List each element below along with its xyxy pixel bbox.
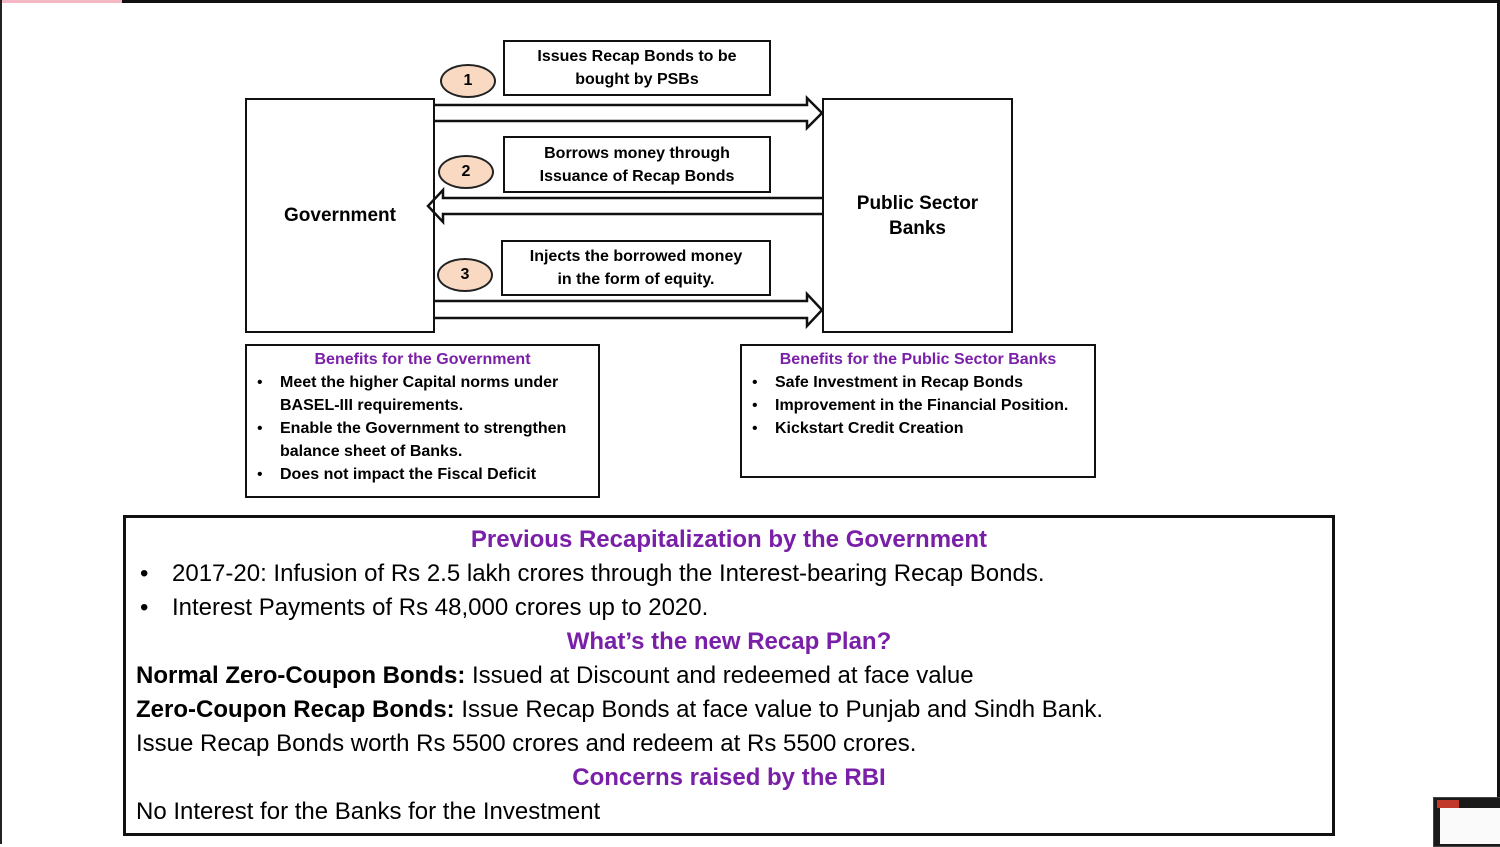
step-1-badge: 1 — [440, 64, 496, 98]
zero-coupon-recap-line: Zero-Coupon Recap Bonds: Issue Recap Bon… — [136, 693, 1322, 727]
left-border — [0, 0, 2, 844]
recap-worth-line: Issue Recap Bonds worth Rs 5500 crores a… — [136, 730, 917, 757]
heading-previous-recap: Previous Recapitalization by the Governm… — [470, 526, 988, 553]
list-item: Meet the higher Capital norms under BASE… — [257, 371, 588, 417]
normal-zero-coupon-line: Normal Zero-Coupon Bonds: Issued at Disc… — [136, 659, 1322, 693]
top-border — [0, 0, 1500, 3]
step-3-number: 3 — [460, 266, 470, 283]
step-2-text-line1: Borrows money through — [544, 144, 730, 162]
step-1-number: 1 — [463, 72, 473, 89]
presenter-thumbnail[interactable] — [1433, 797, 1500, 847]
public-sector-banks-box: Public Sector Banks — [822, 98, 1013, 333]
step-1-label: Issues Recap Bonds to be bought by PSBs — [503, 40, 771, 96]
zero-coupon-recap-text: Issue Recap Bonds at face value to Punja… — [454, 696, 1104, 723]
rbi-concern-line: No Interest for the Banks for the Invest… — [136, 798, 601, 825]
banks-label-line2: Banks — [888, 217, 946, 239]
step-3-text-line2: in the form of equity. — [557, 271, 715, 288]
step-3-label: Injects the borrowed money in the form o… — [501, 240, 771, 296]
heading-rbi-concerns: Concerns raised by the RBI — [572, 764, 886, 791]
benefits-banks-title: Benefits for the Public Sector Banks — [779, 351, 1057, 368]
list-item: Improvement in the Financial Position. — [752, 394, 1084, 417]
step-3-badge: 3 — [437, 258, 493, 292]
step-2-number: 2 — [461, 163, 471, 180]
benefits-banks-box: Benefits for the Public Sector Banks Saf… — [740, 344, 1096, 478]
top-border-accent — [0, 0, 122, 3]
list-item: Does not impact the Fiscal Deficit — [257, 463, 588, 486]
banks-label-line1: Public Sector — [856, 192, 979, 214]
list-item: Kickstart Credit Creation — [752, 417, 1084, 440]
thumbnail-logo-icon — [1437, 800, 1459, 808]
list-item: Interest Payments of Rs 48,000 crores up… — [136, 591, 1322, 625]
benefits-government-title: Benefits for the Government — [314, 351, 531, 368]
step-2-label: Borrows money through Issuance of Recap … — [503, 136, 771, 193]
heading-new-recap-plan: What’s the new Recap Plan? — [566, 628, 892, 655]
normal-zero-coupon-text: Issued at Discount and redeemed at face … — [465, 662, 974, 689]
step-1-text-line1: Issues Recap Bonds to be — [537, 48, 737, 65]
government-box: Government — [245, 98, 435, 333]
arrow-1-to-banks — [435, 94, 824, 132]
list-item: Enable the Government to strengthen bala… — [257, 417, 588, 463]
previous-recap-list: 2017-20: Infusion of Rs 2.5 lakh crores … — [136, 557, 1322, 625]
list-item: 2017-20: Infusion of Rs 2.5 lakh crores … — [136, 557, 1322, 591]
step-2-badge: 2 — [438, 155, 494, 189]
government-label: Government — [284, 205, 396, 226]
recap-details-box: Previous Recapitalization by the Governm… — [123, 515, 1335, 836]
step-1-text-line2: bought by PSBs — [575, 71, 699, 88]
zero-coupon-recap-label: Zero-Coupon Recap Bonds: — [136, 696, 455, 723]
normal-zero-coupon-label: Normal Zero-Coupon Bonds: — [136, 662, 466, 689]
arrow-2-to-government — [426, 186, 822, 226]
benefits-banks-list: Safe Investment in Recap Bonds Improveme… — [752, 371, 1084, 440]
step-2-text-line2: Issuance of Recap Bonds — [539, 167, 735, 185]
right-border — [1497, 0, 1500, 844]
step-3-text-line1: Injects the borrowed money — [529, 248, 743, 265]
arrow-3-to-banks — [435, 290, 824, 330]
benefits-government-box: Benefits for the Government Meet the hig… — [245, 344, 600, 498]
benefits-government-list: Meet the higher Capital norms under BASE… — [257, 371, 588, 486]
list-item: Safe Investment in Recap Bonds — [752, 371, 1084, 394]
thumbnail-preview — [1440, 808, 1500, 844]
